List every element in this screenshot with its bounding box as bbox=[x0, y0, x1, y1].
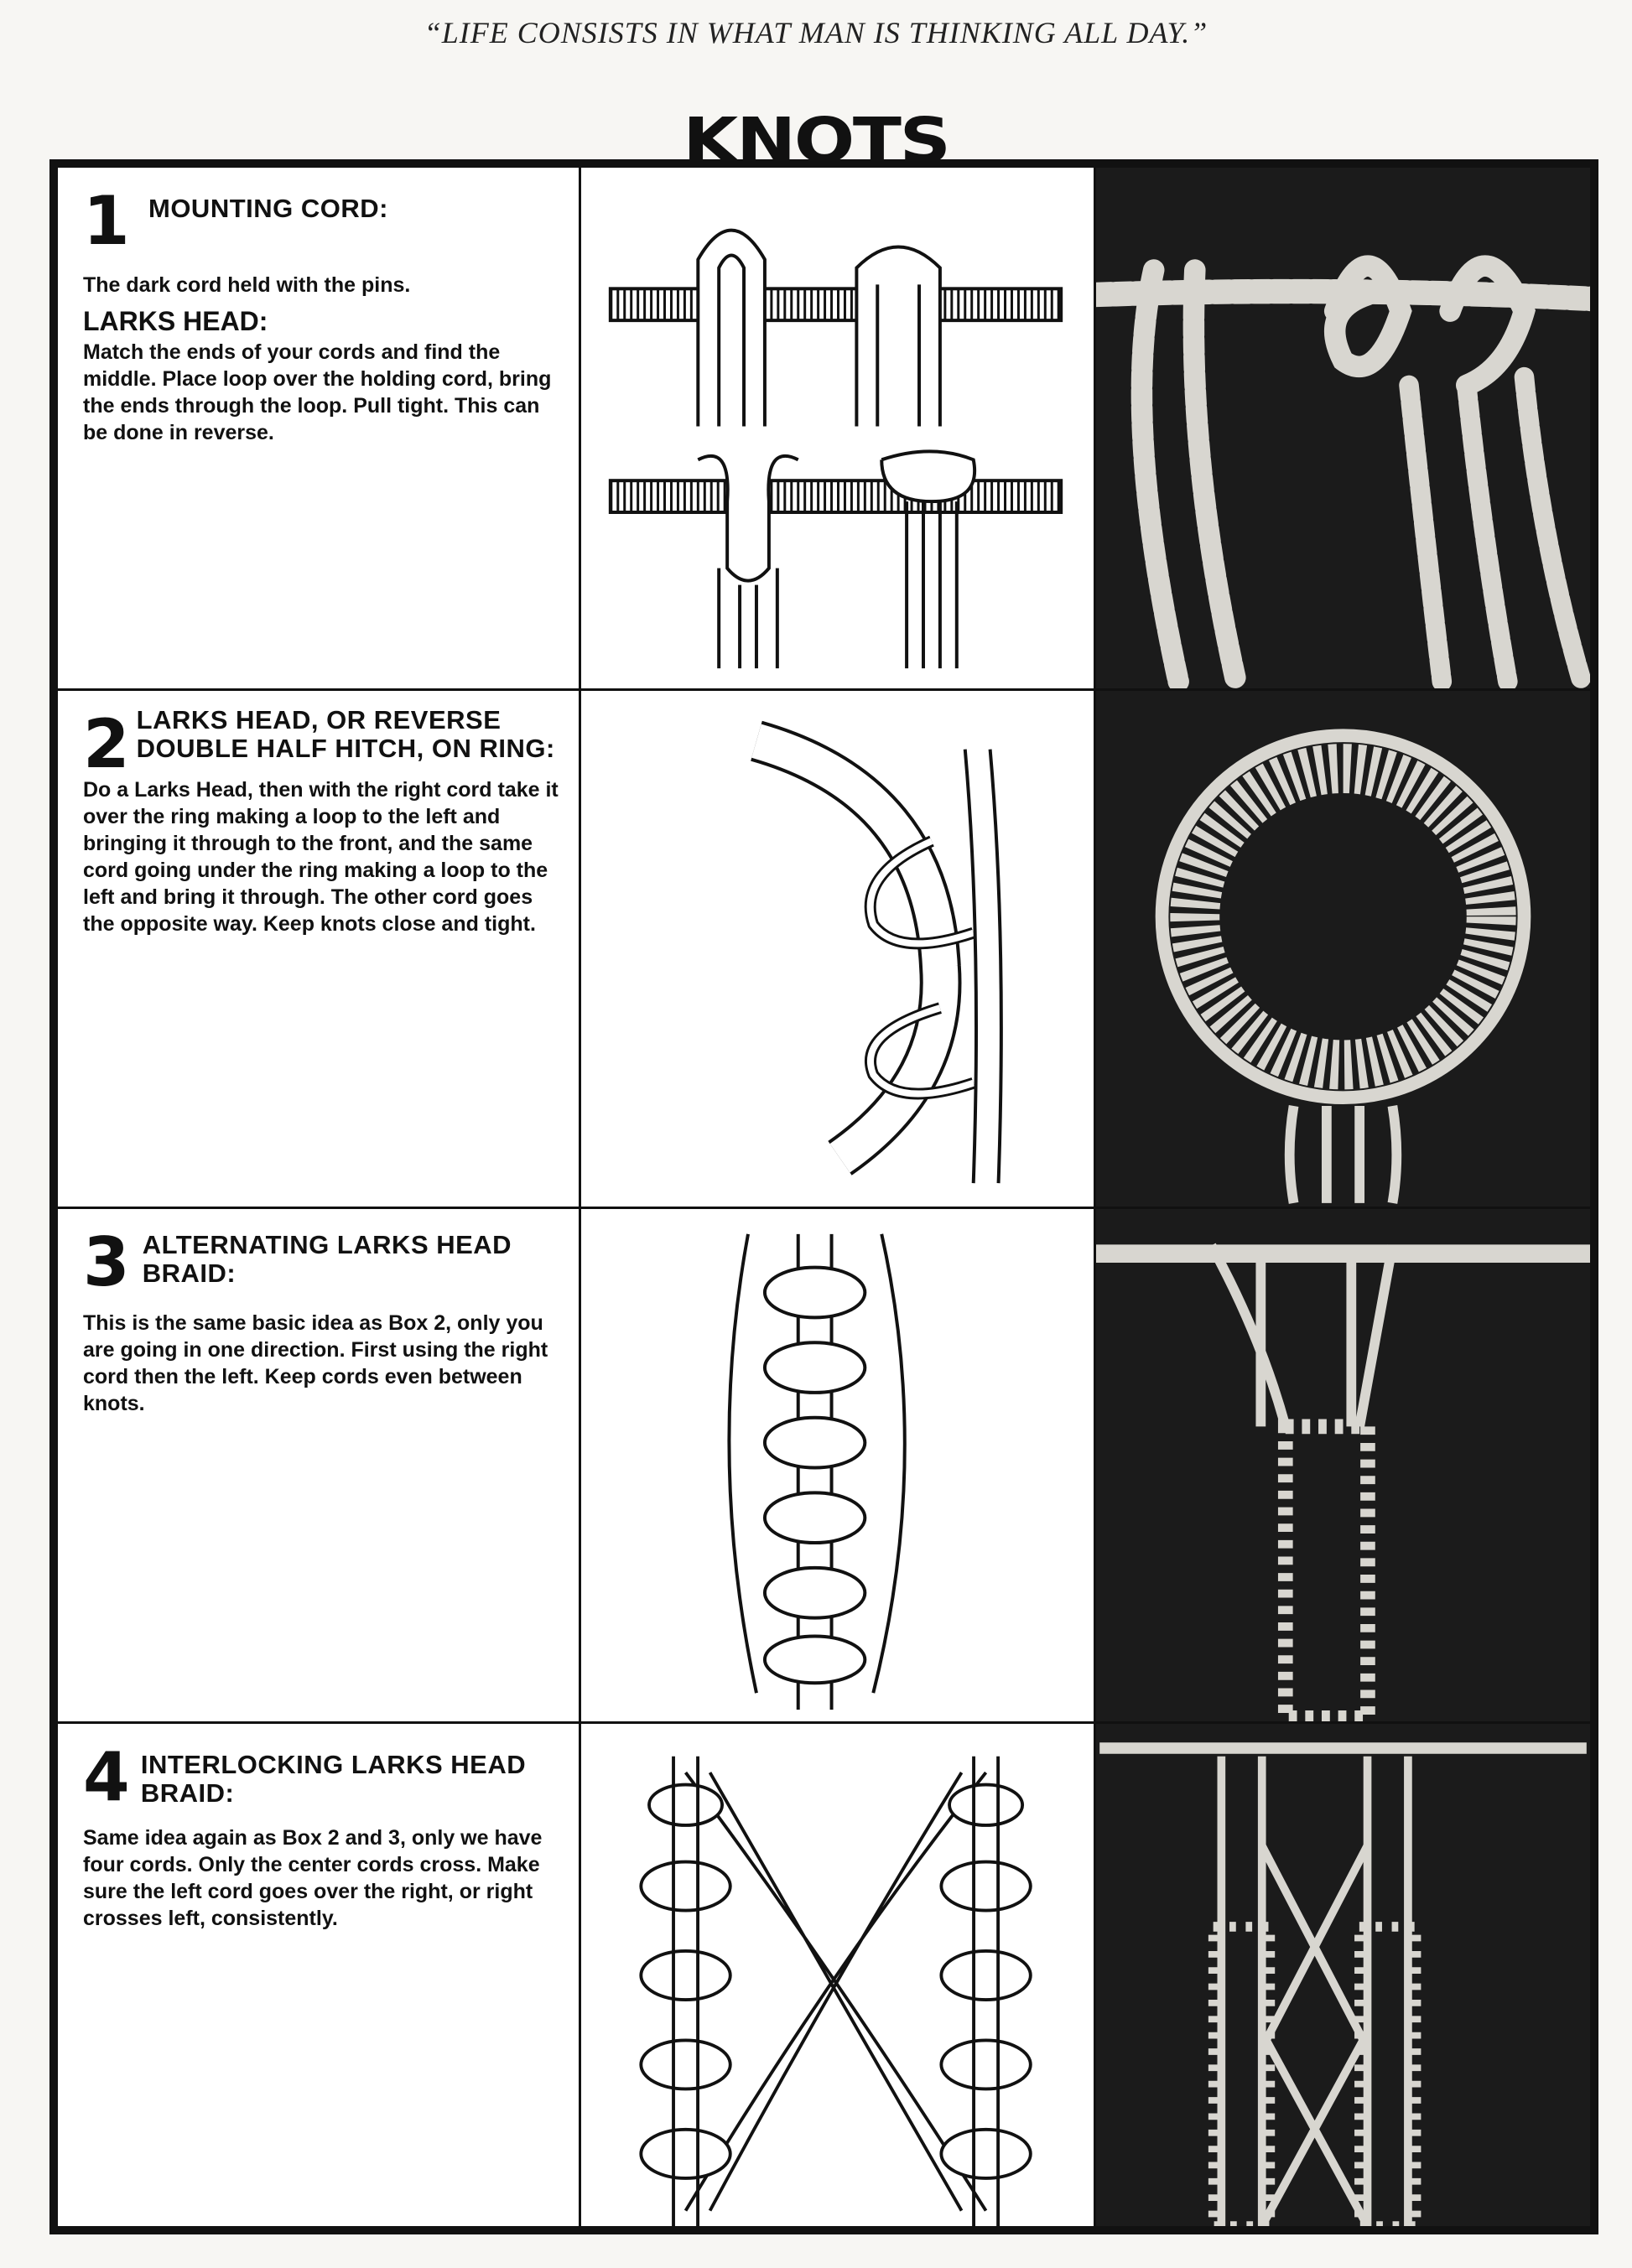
alternating-braid-photo bbox=[1096, 1243, 1590, 1721]
box-text: This is the same basic idea as Box 2, on… bbox=[83, 1311, 548, 1415]
box-text: Same idea again as Box 2 and 3, only we … bbox=[83, 1826, 543, 1930]
mounting-cord-photo bbox=[1096, 255, 1590, 688]
ring-hitch-drawing bbox=[750, 720, 1003, 1184]
alternating-braid-drawing bbox=[727, 1233, 907, 1710]
box-2-photo bbox=[1096, 691, 1590, 1209]
box-title: ALTERNATING LARKS HEAD BRAID: bbox=[142, 1230, 512, 1288]
box-number: 2 bbox=[83, 705, 130, 783]
box-2-drawing bbox=[581, 691, 1096, 1209]
interlocking-braid-drawing bbox=[639, 1756, 1032, 2226]
box-3-photo bbox=[1096, 1209, 1590, 1724]
box-title: LARKS HEAD, OR REVERSE DOUBLE HALF HITCH… bbox=[136, 705, 555, 763]
box-title: MOUNTING CORD: bbox=[148, 194, 388, 223]
box-text: Do a Larks Head, then with the right cor… bbox=[83, 778, 559, 936]
box-1-photo bbox=[1096, 168, 1590, 691]
box-1-drawing bbox=[581, 168, 1096, 691]
knots-table: 1 MOUNTING CORD: The dark cord held with … bbox=[49, 159, 1598, 2234]
page-quote: “LIFE CONSISTS IN WHAT MAN IS THINKING A… bbox=[424, 16, 1208, 49]
box-3-drawing bbox=[581, 1209, 1096, 1724]
box-intro: The dark cord held with the pins. bbox=[83, 273, 411, 297]
box-4-drawing bbox=[581, 1724, 1096, 2226]
box-number: 4 bbox=[83, 1738, 130, 1816]
box-number: 3 bbox=[83, 1223, 130, 1301]
larks-head-drawing bbox=[608, 228, 1063, 669]
box-title: INTERLOCKING LARKS HEAD BRAID: bbox=[140, 1750, 527, 1808]
box-subtitle: LARKS HEAD: bbox=[83, 306, 268, 336]
box-4-photo bbox=[1096, 1724, 1590, 2226]
ring-hitch-photo bbox=[1155, 729, 1531, 1204]
box-number: 1 bbox=[83, 182, 130, 260]
box-text: Match the ends of your cords and find th… bbox=[83, 340, 552, 444]
interlocking-braid-photo bbox=[1099, 1742, 1587, 2226]
box-1-text: 1 MOUNTING CORD: The dark cord held with … bbox=[58, 168, 581, 691]
